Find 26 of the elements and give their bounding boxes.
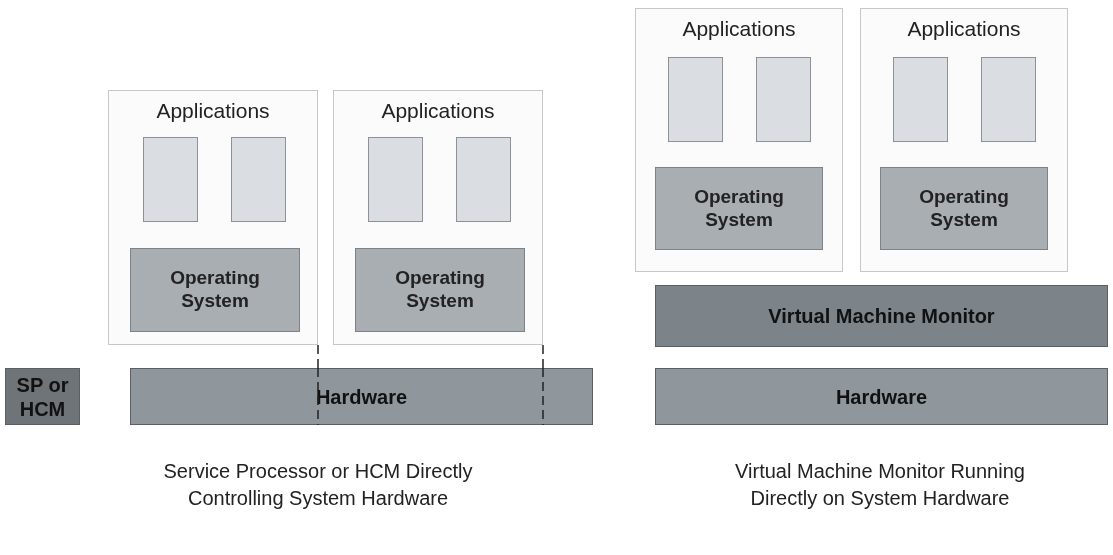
application-box [143,137,198,222]
partition-box [635,8,843,272]
layer-bar: Hardware [655,368,1108,425]
application-box [893,57,948,142]
partition-box [860,8,1068,272]
os-box: Operating System [880,167,1048,250]
layer-bar: SP or HCM [5,368,80,425]
application-box [668,57,723,142]
application-box [368,137,423,222]
partition-title: Applications [682,17,796,41]
partition-box [333,90,543,345]
os-box: Operating System [655,167,823,250]
partition-title: Applications [907,17,1021,41]
os-box: Operating System [130,248,300,332]
partition-title: Applications [156,99,270,123]
application-box [456,137,511,222]
layer-bar: Virtual Machine Monitor [655,285,1108,347]
application-box [756,57,811,142]
partition-box [108,90,318,345]
caption: Virtual Machine Monitor Running Directly on System Hardware [734,459,1026,511]
partition-title: Applications [381,99,495,123]
application-box [981,57,1036,142]
application-box [231,137,286,222]
os-box: Operating System [355,248,525,332]
layer-bar: Hardware [130,368,593,425]
caption: Service Processor or HCM Directly Controlling System Hardware [162,459,474,511]
